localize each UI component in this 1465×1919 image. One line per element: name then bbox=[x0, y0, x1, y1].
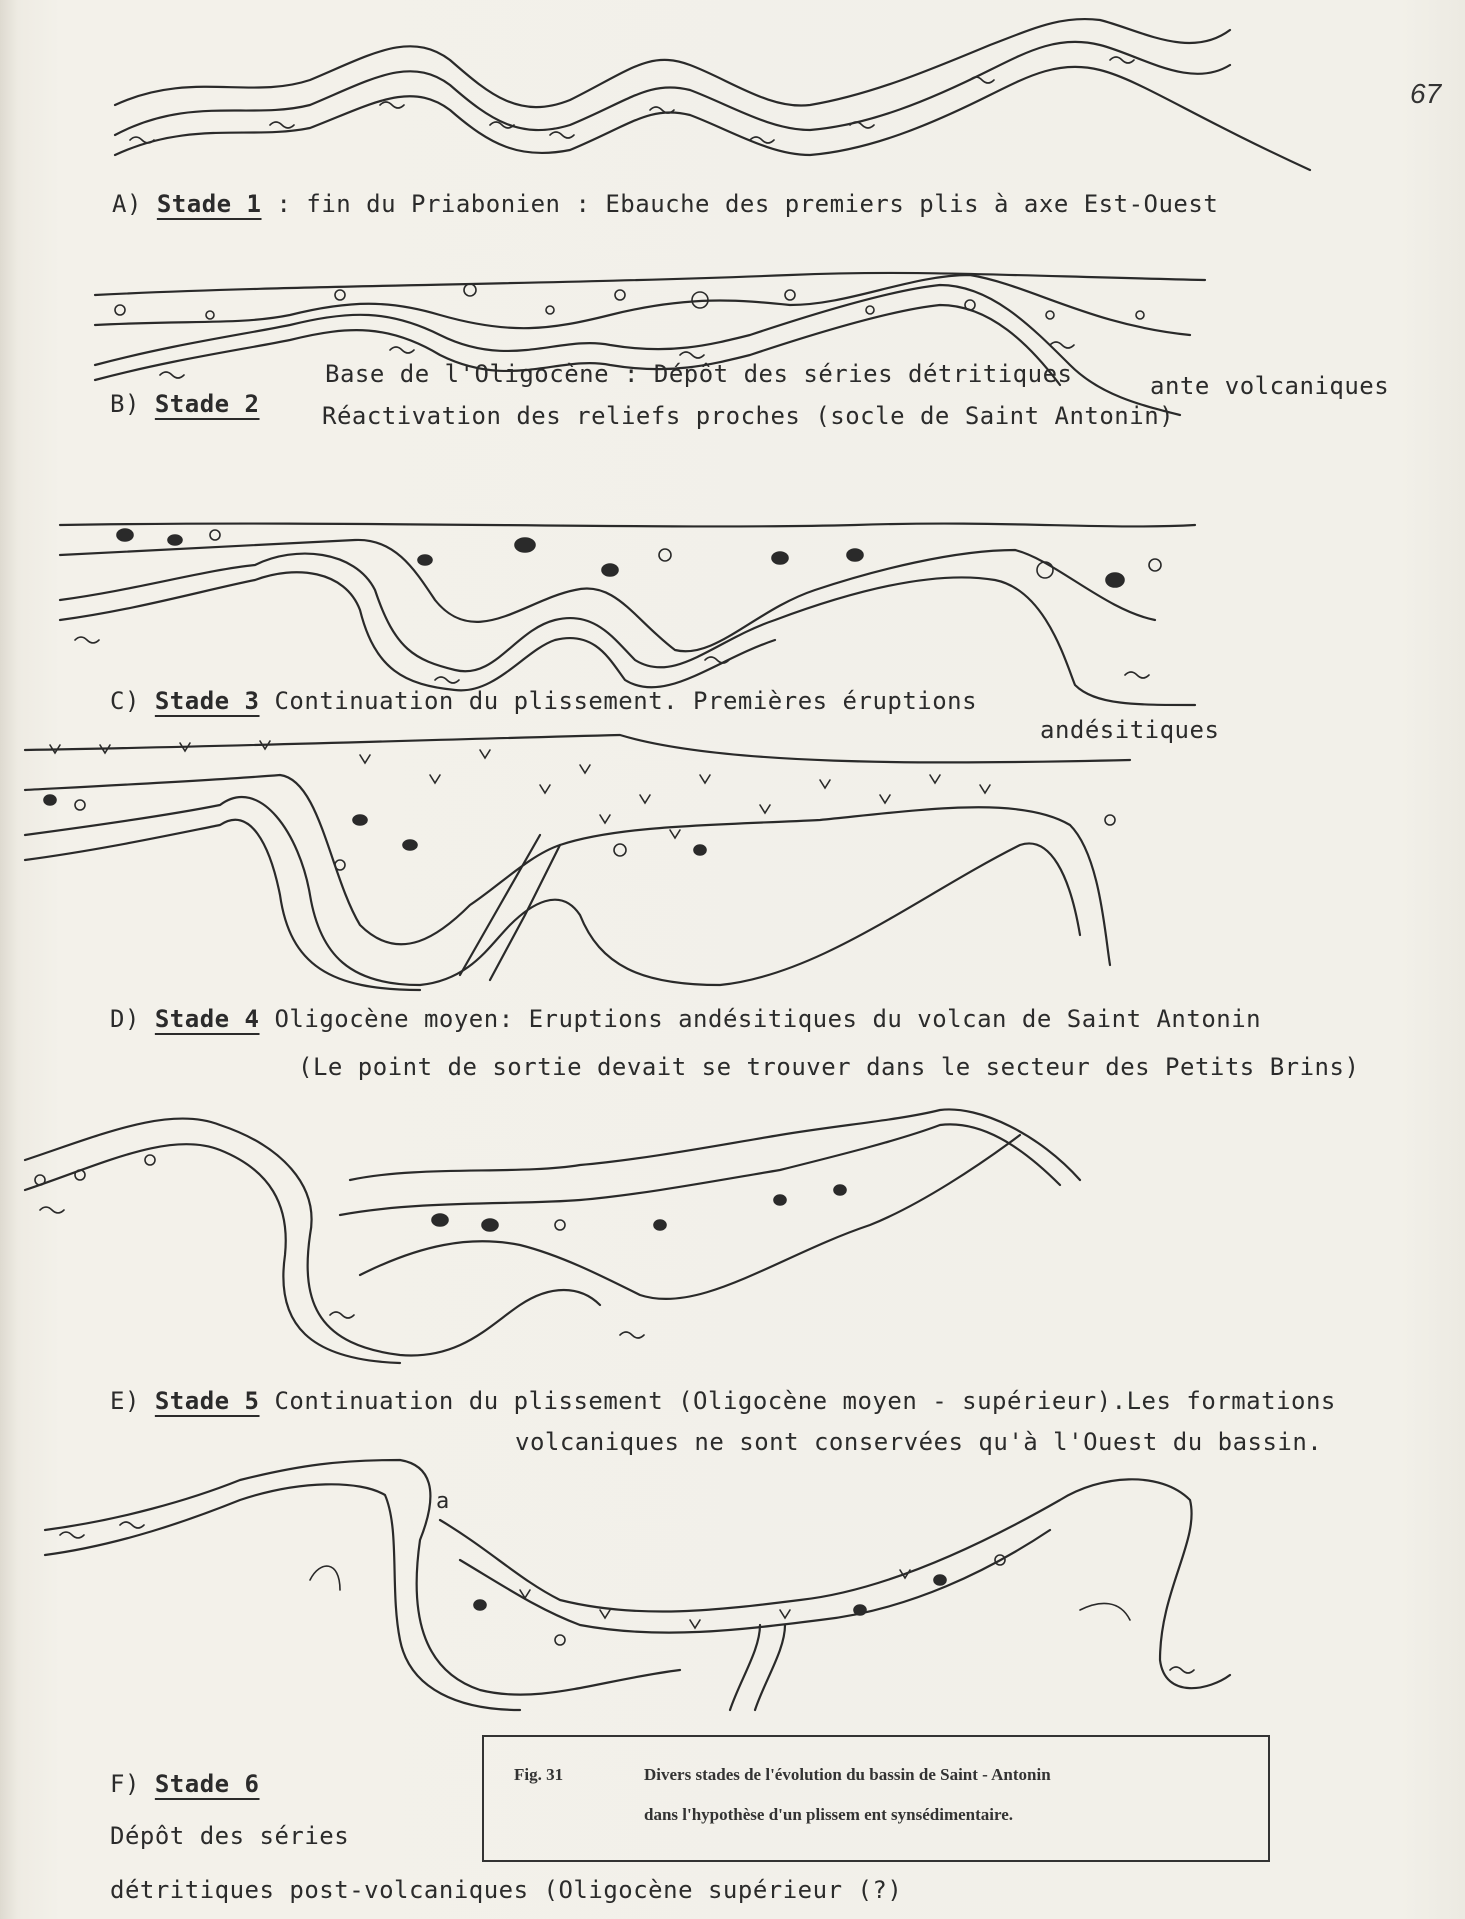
figure-number: Fig. 31 bbox=[514, 1765, 563, 1785]
stage-4-text2: (Le point de sortie devait se trouver da… bbox=[298, 1053, 1359, 1081]
stage-3-text: Continuation du plissement. Premières ér… bbox=[274, 687, 977, 715]
diagram-stage-6: a bbox=[40, 1460, 1240, 1720]
stage-6-text2: détritiques post-volcaniques (Oligocène … bbox=[110, 1876, 902, 1904]
stage-3-letter: C) bbox=[110, 687, 140, 715]
stage-4-text: Oligocène moyen: Eruptions andésitiques … bbox=[274, 1005, 1261, 1033]
stage-6-text: Dépôt des séries bbox=[110, 1822, 349, 1850]
diagram-stage-3 bbox=[55, 510, 1205, 710]
stage-6-title: Stade 6 bbox=[155, 1770, 260, 1798]
pebbles-f bbox=[474, 1555, 1005, 1645]
volcanic-v-marks bbox=[50, 741, 990, 838]
figure-caption-line-2: dans l'hypothèse d'un plissem ent synséd… bbox=[644, 1805, 1013, 1825]
caption-stage-2: B) Stade 2 bbox=[110, 390, 260, 418]
stage-6-marker: a bbox=[436, 1489, 449, 1514]
stage-1-title: Stade 1 bbox=[157, 190, 262, 218]
stage-2-line1b: ante volcaniques bbox=[1150, 372, 1389, 400]
stage-3-title: Stade 3 bbox=[155, 687, 260, 715]
stage-6-letter: F) bbox=[110, 1770, 140, 1798]
stage-4-title: Stade 4 bbox=[155, 1005, 260, 1033]
figure-caption-box: Fig. 31 Divers stades de l'évolution du … bbox=[482, 1735, 1270, 1862]
wavy-marks bbox=[130, 57, 1134, 143]
wavy-marks-c bbox=[75, 637, 1149, 683]
page-number: 67 bbox=[1410, 78, 1441, 110]
stage-5-text2: volcaniques ne sont conservées qu'à l'Ou… bbox=[515, 1428, 1322, 1456]
stage-5-title: Stade 5 bbox=[155, 1387, 260, 1415]
caption-stage-1: A) Stade 1 : fin du Priabonien : Ebauche… bbox=[112, 190, 1218, 218]
caption-stage-3: C) Stade 3 Continuation du plissement. P… bbox=[110, 687, 977, 715]
pebbles-d bbox=[44, 795, 1115, 870]
volcanic-v-marks-f bbox=[520, 1570, 910, 1628]
stage-2-letter: B) bbox=[110, 390, 140, 418]
wavy-marks-f bbox=[60, 1522, 1194, 1673]
stage-2-line1: Base de l'Oligocène : Dépôt des séries d… bbox=[325, 360, 1072, 388]
stage-4-letter: D) bbox=[110, 1005, 140, 1033]
diagram-stage-5 bbox=[20, 1105, 1100, 1365]
caption-stage-5: E) Stade 5 Continuation du plissement (O… bbox=[110, 1387, 1336, 1415]
caption-stage-6: F) Stade 6 bbox=[110, 1770, 260, 1798]
caption-stage-4: D) Stade 4 Oligocène moyen: Eruptions an… bbox=[110, 1005, 1261, 1033]
pebbles-e bbox=[35, 1155, 846, 1231]
stage-1-letter: A) bbox=[112, 190, 142, 218]
diagram-stage-4 bbox=[20, 735, 1150, 990]
stage-2-title: Stade 2 bbox=[155, 390, 260, 418]
stage-5-letter: E) bbox=[110, 1387, 140, 1415]
stage-2-line2: Réactivation des reliefs proches (socle … bbox=[322, 402, 1174, 430]
stage-1-text: : fin du Priabonien : Ebauche des premie… bbox=[262, 190, 1219, 218]
figure-caption-line-1: Divers stades de l'évolution du bassin d… bbox=[644, 1765, 1051, 1785]
stage-5-text: Continuation du plissement (Oligocène mo… bbox=[274, 1387, 1335, 1415]
wavy-marks-e bbox=[40, 1207, 644, 1338]
diagram-stage-1 bbox=[110, 10, 1310, 180]
